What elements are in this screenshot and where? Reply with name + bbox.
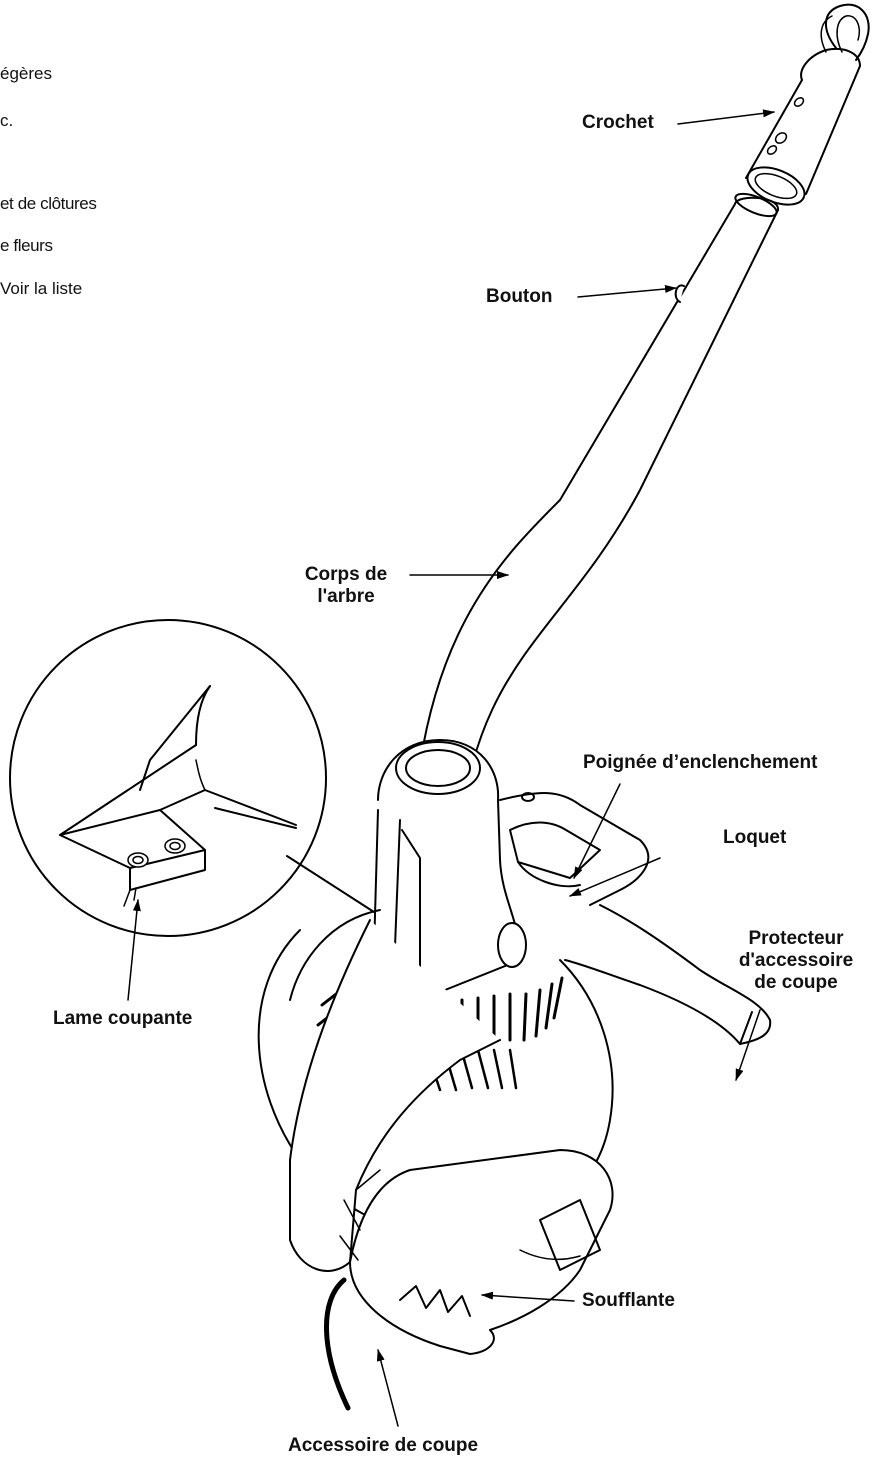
hook-part: [742, 5, 868, 212]
label-corps-line2: l'arbre: [305, 586, 387, 608]
blade-detail-circle: [10, 620, 374, 936]
label-corps-arbre: Corps de l'arbre: [305, 564, 387, 608]
label-protecteur-line3: de coupe: [739, 972, 853, 994]
label-protecteur-line2: d'accessoire: [739, 950, 853, 972]
label-accessoire-coupe: Accessoire de coupe: [288, 1435, 478, 1457]
label-soufflante: Soufflante: [582, 1290, 675, 1312]
label-bouton: Bouton: [486, 286, 552, 308]
label-protecteur: Protecteur d'accessoire de coupe: [739, 928, 853, 994]
label-lame-coupante: Lame coupante: [53, 1008, 192, 1030]
label-protecteur-line1: Protecteur: [739, 928, 853, 950]
label-poignee: Poignée d’enclenchement: [583, 752, 817, 774]
body-housing: [259, 740, 771, 1408]
label-crochet: Crochet: [582, 112, 654, 134]
label-loquet: Loquet: [723, 827, 786, 849]
label-corps-line1: Corps de: [305, 564, 387, 586]
